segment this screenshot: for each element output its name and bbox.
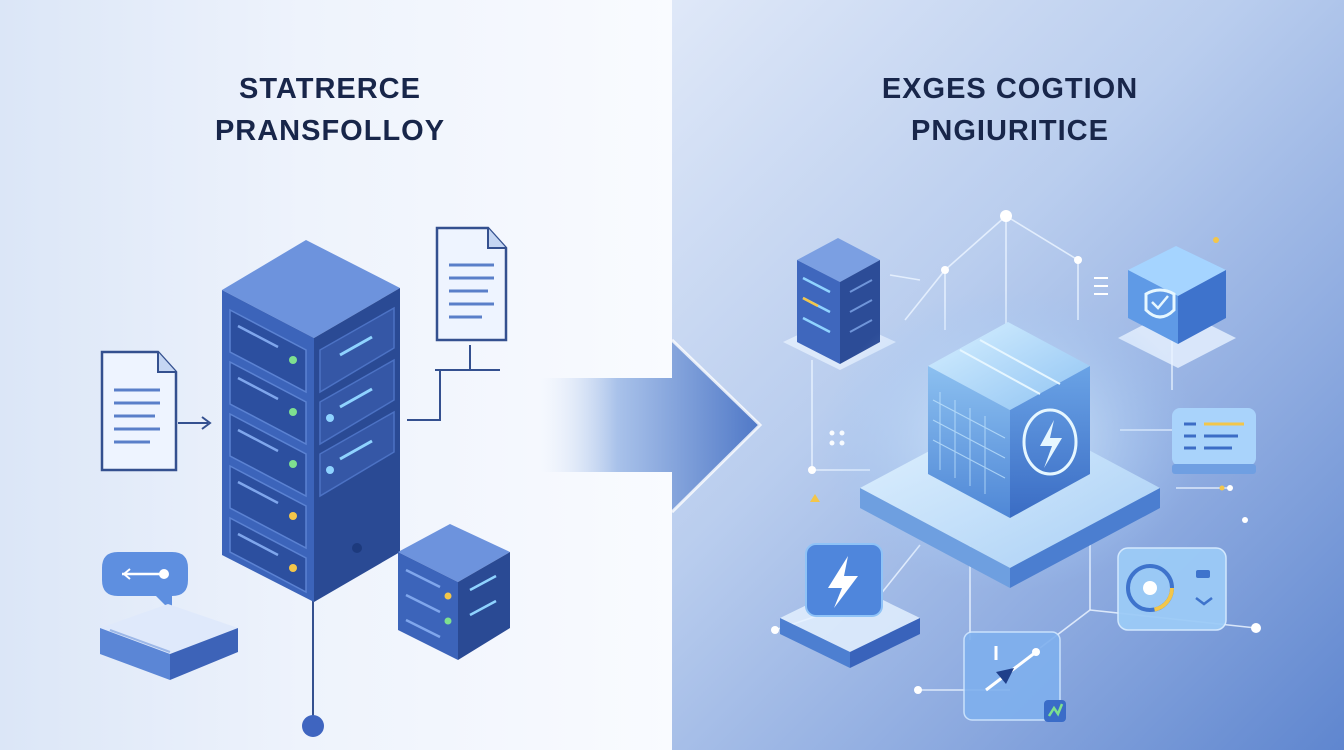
menu-lines bbox=[1094, 277, 1108, 295]
server-rack-icon bbox=[222, 240, 400, 602]
server-small-icon bbox=[783, 238, 896, 370]
chat-bubble-icon bbox=[102, 552, 188, 612]
left-panel-heading: STATRERCE PRANSFOLLOY bbox=[150, 68, 510, 152]
connector-node bbox=[302, 715, 324, 737]
document-icon bbox=[100, 350, 178, 472]
accent-dot bbox=[1219, 485, 1225, 491]
shield-icon bbox=[1118, 246, 1236, 368]
right-heading-line-2: PNGIURITICE bbox=[911, 115, 1109, 147]
gauge-icon bbox=[1117, 547, 1227, 631]
arrow-right-icon bbox=[540, 338, 763, 514]
server-small-icon bbox=[398, 524, 510, 660]
left-heading-line-2: PRANSFOLLOY bbox=[214, 115, 446, 147]
lightning-icon bbox=[780, 543, 920, 668]
accent-triangle bbox=[810, 494, 820, 502]
document-icon bbox=[435, 226, 508, 342]
chart-icon bbox=[963, 631, 1066, 722]
processor-cube-icon bbox=[928, 322, 1090, 518]
left-heading-line-1: STATRERCE bbox=[239, 73, 421, 105]
right-heading-line-1: EXGES COGTION bbox=[881, 73, 1139, 105]
monitor-icon bbox=[1172, 408, 1256, 474]
book-icon bbox=[100, 604, 238, 680]
connector-lines-left bbox=[178, 345, 500, 720]
right-panel-heading: EXGES COGTION PNGIURITICE bbox=[820, 68, 1200, 152]
accent-dot bbox=[1213, 237, 1219, 243]
